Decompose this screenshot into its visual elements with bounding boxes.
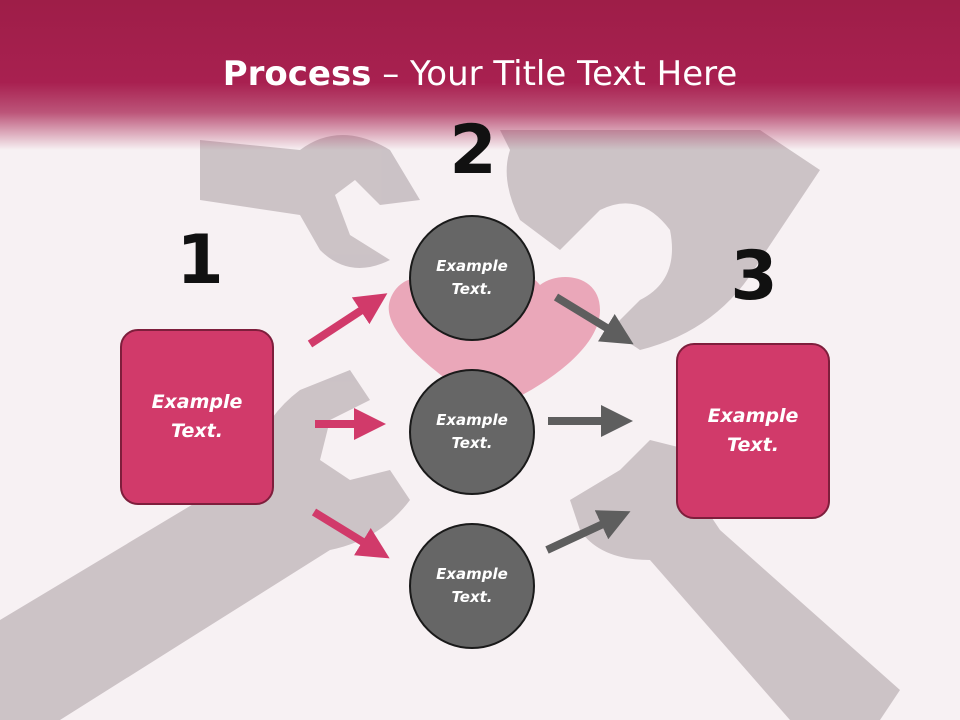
step-3-box-text: Example Text. <box>707 405 799 456</box>
arrow-pink-down <box>311 508 390 559</box>
circle-bottom: Example Text. <box>409 523 535 649</box>
title-rest: – Your Title Text Here <box>371 54 738 94</box>
circle-middle: Example Text. <box>409 369 535 495</box>
arrow-gray-up <box>545 510 631 554</box>
step-3-box: Example Text. <box>676 343 830 519</box>
arrow-gray-down <box>553 293 634 345</box>
step-number-3: 3 <box>730 237 778 316</box>
circle-top-text: Example Text. <box>436 257 508 298</box>
title-bold: Process <box>222 54 372 94</box>
step-number-2: 2 <box>449 111 497 190</box>
arrow-pink-up <box>307 293 388 348</box>
step-1-box: Example Text. <box>120 329 274 505</box>
slide-title: Process – Your Title Text Here <box>0 52 960 96</box>
step-1-box-text: Example Text. <box>151 391 243 442</box>
step-number-1: 1 <box>176 221 224 300</box>
circle-middle-text: Example Text. <box>436 411 508 452</box>
header-band <box>0 0 960 150</box>
circle-bottom-text: Example Text. <box>436 565 508 606</box>
circle-top: Example Text. <box>409 215 535 341</box>
